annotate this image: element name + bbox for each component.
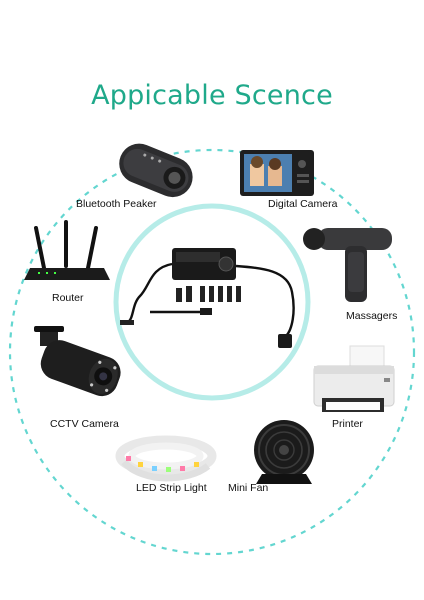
massage-gun-icon [303,228,392,302]
label-bluetooth-speaker: Bluetooth Peaker [76,198,157,210]
label-cctv-camera: CCTV Camera [50,418,119,430]
label-mini-fan: Mini Fan [228,482,269,494]
led-strip-icon [115,435,217,482]
bluetooth-speaker-icon [119,143,193,198]
page-title: Appicable Scence [91,80,333,111]
router-icon [24,220,110,280]
fan-icon [254,420,314,484]
label-massagers: Massagers [346,310,398,322]
power-adapter-icon [120,248,295,348]
cctv-camera-icon [34,326,121,397]
label-router: Router [52,292,84,304]
label-led-strip-light: LED Strip Light [136,482,207,494]
label-printer: Printer [332,418,363,430]
label-digital-camera: Digital Camera [268,198,338,210]
digital-camera-icon [240,150,314,196]
outer-dashed-ring [8,148,416,556]
printer-icon [313,345,395,412]
